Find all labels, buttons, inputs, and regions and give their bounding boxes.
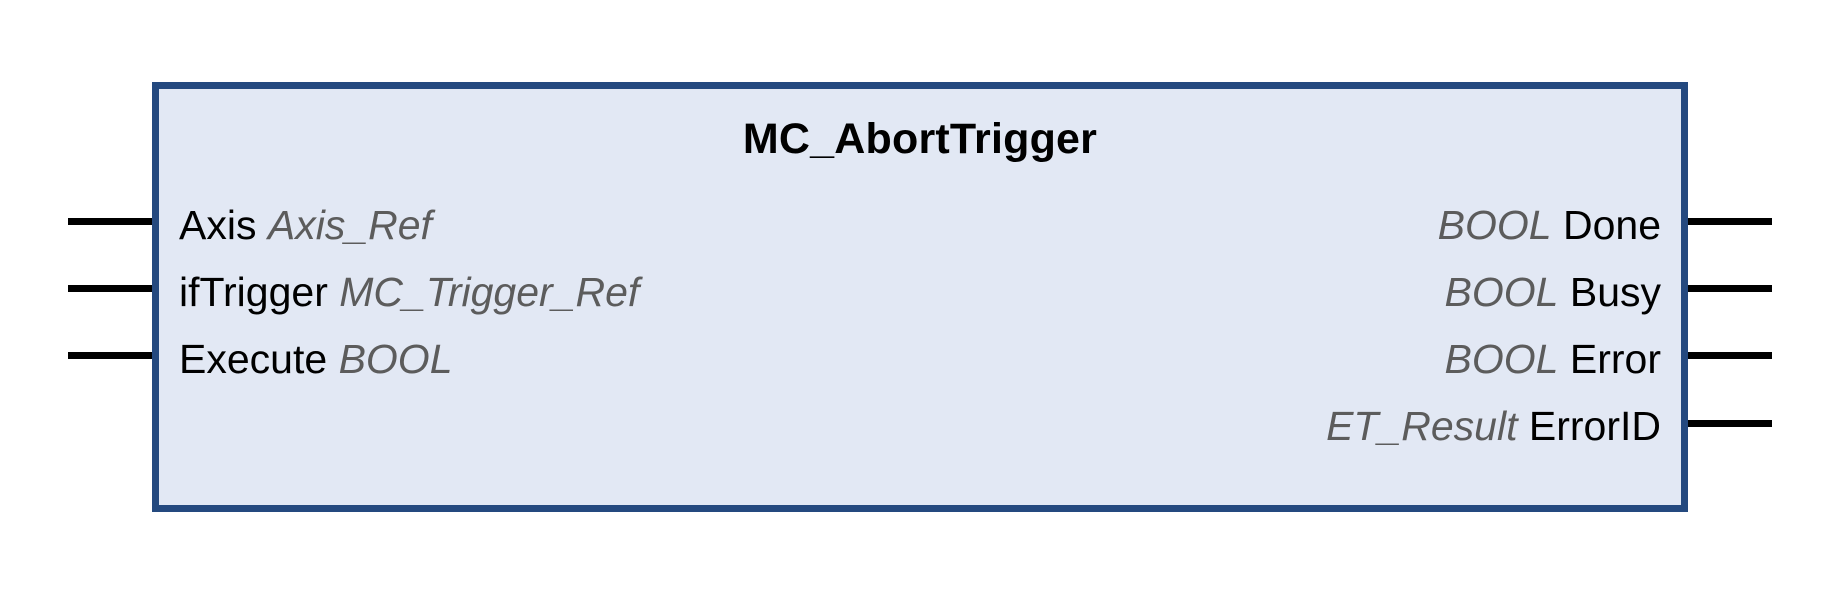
output-port-name: Done xyxy=(1562,202,1661,248)
output-port-name: Error xyxy=(1569,336,1661,382)
function-block-body: MC_AbortTrigger Axis Axis_Ref ifTrigger … xyxy=(152,82,1688,512)
output-port-error[interactable]: BOOL Error xyxy=(1445,330,1661,388)
output-pin-line-busy xyxy=(1684,285,1772,292)
input-port-name: Execute xyxy=(179,336,328,382)
function-block-title: MC_AbortTrigger xyxy=(742,115,1098,163)
output-port-type: BOOL xyxy=(1437,202,1552,248)
output-port-busy[interactable]: BOOL Busy xyxy=(1445,263,1662,321)
input-pin-line-iftrigger xyxy=(68,285,156,292)
input-port-type: Axis_Ref xyxy=(267,202,432,248)
input-port-type: BOOL xyxy=(338,336,453,382)
input-port-iftrigger[interactable]: ifTrigger MC_Trigger_Ref xyxy=(179,263,639,321)
input-port-name: ifTrigger xyxy=(179,269,328,315)
output-port-type: BOOL xyxy=(1444,336,1559,382)
output-port-errorid[interactable]: ET_Result ErrorID xyxy=(1326,397,1661,455)
input-port-type: MC_Trigger_Ref xyxy=(339,269,640,315)
input-pin-line-execute xyxy=(68,352,156,359)
output-port-done[interactable]: BOOL Done xyxy=(1438,196,1661,254)
input-port-name: Axis xyxy=(179,202,257,248)
output-port-type: ET_Result xyxy=(1326,403,1518,449)
output-pin-line-done xyxy=(1684,218,1772,225)
input-pin-line-axis xyxy=(68,218,156,225)
output-port-type: BOOL xyxy=(1444,269,1559,315)
output-port-name: Busy xyxy=(1569,269,1661,315)
output-port-name: ErrorID xyxy=(1528,403,1661,449)
output-pin-line-error xyxy=(1684,352,1772,359)
output-pin-line-errorid xyxy=(1684,420,1772,427)
input-port-execute[interactable]: Execute BOOL xyxy=(179,330,453,388)
input-port-axis[interactable]: Axis Axis_Ref xyxy=(179,196,432,254)
